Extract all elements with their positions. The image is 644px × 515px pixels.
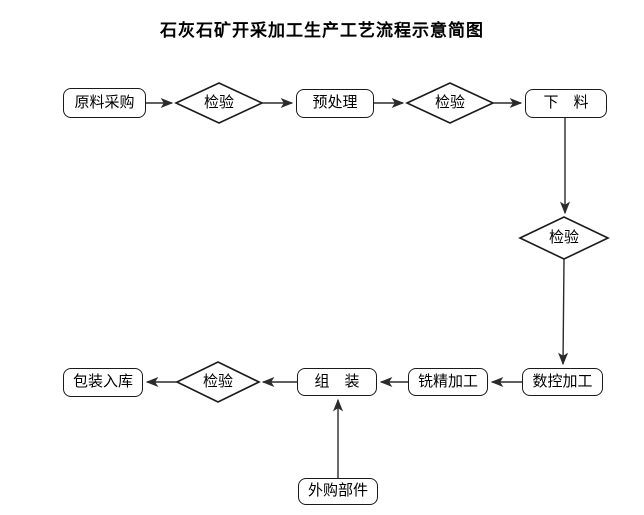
inspect4-diamond-shape xyxy=(175,361,261,403)
node-pretreatment-box: 预处理 xyxy=(296,89,374,118)
node-purchased-parts-box: 外购部件 xyxy=(298,478,378,505)
node-assembly-label: 组 装 xyxy=(314,373,360,390)
arrow-inspect3-to-cnc xyxy=(558,258,569,366)
node-milling-finish-label: 铣精加工 xyxy=(417,373,478,390)
node-purchased-parts-label: 外购部件 xyxy=(307,483,368,499)
page-title: 石灰石矿开采加工生产工艺流程示意简图 xyxy=(160,21,484,40)
node-blanking-label: 下 料 xyxy=(543,95,589,111)
node-cnc-machining-box: 数控加工 xyxy=(522,368,603,396)
inspect3-diamond-shape xyxy=(518,216,610,260)
node-cnc-machining-label: 数控加工 xyxy=(532,373,593,390)
node-raw-material-box: 原料采购 xyxy=(63,88,146,118)
node-assembly-box: 组 装 xyxy=(297,368,377,396)
node-milling-finish-box: 铣精加工 xyxy=(408,368,488,396)
node-pretreatment-label: 预处理 xyxy=(312,95,358,111)
node-blanking-box: 下 料 xyxy=(525,89,607,118)
inspect2-diamond-shape xyxy=(405,82,495,124)
node-packaging-warehouse-box: 包装入库 xyxy=(63,368,143,397)
node-raw-material-label: 原料采购 xyxy=(74,94,135,111)
inspect1-diamond-shape xyxy=(174,82,264,124)
node-packaging-warehouse-label: 包装入库 xyxy=(72,374,133,390)
